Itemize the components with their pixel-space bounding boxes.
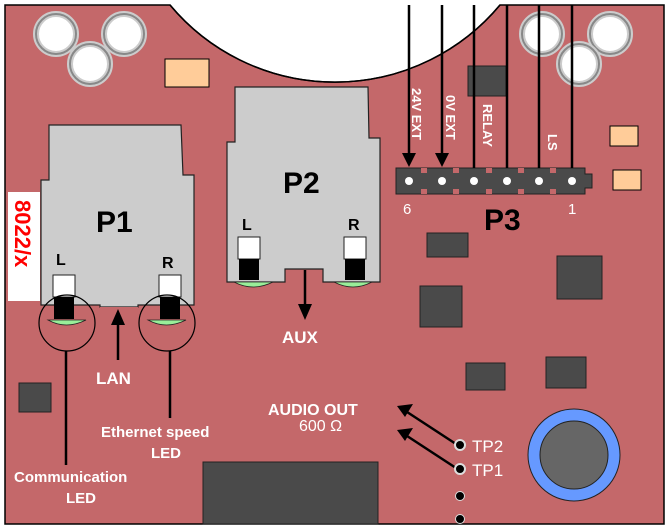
p2-right-led-window <box>343 236 367 260</box>
ethernet-led-label-line2: LED <box>151 445 181 462</box>
p2-right-led-body <box>345 259 365 280</box>
mounting-holes-right <box>519 11 633 87</box>
p3-pin-6 <box>405 177 413 185</box>
p1-right-led-body <box>160 297 180 319</box>
p1-left-label: L <box>56 252 66 269</box>
capacitor <box>527 408 621 502</box>
smd-pad <box>164 58 210 88</box>
chip <box>18 382 52 413</box>
chip <box>426 232 469 258</box>
p1-left-led-window <box>52 274 76 298</box>
mounting-holes-left <box>33 11 147 87</box>
tp1-arrow-head <box>397 428 413 441</box>
impedance-label: 600 Ω <box>299 418 342 435</box>
p3-pin-3 <box>503 177 511 185</box>
ethernet-speed-led <box>146 319 187 326</box>
tp2-arrow-shaft <box>403 408 457 446</box>
tp2-label: TP2 <box>472 437 503 456</box>
test-point <box>455 514 465 524</box>
p1-left-led-body <box>54 297 74 319</box>
p2-right-led <box>333 281 373 288</box>
p2-label: P2 <box>283 167 320 200</box>
tp2-test-point[interactable] <box>454 439 466 451</box>
p3-wires <box>407 5 574 168</box>
p3-24v-arrow-head <box>402 153 416 167</box>
p1-right-led-window <box>158 274 182 298</box>
p3-pin-first-label: 6 <box>403 201 411 218</box>
aux-label: AUX <box>282 328 319 347</box>
ethernet-led-callout <box>138 294 196 352</box>
chip <box>419 285 463 328</box>
p3-pin-2 <box>535 177 543 185</box>
test-point <box>455 491 465 501</box>
tp1-label: TP1 <box>472 461 503 480</box>
lan-label: LAN <box>96 369 131 388</box>
p3-pin-last-label: 1 <box>568 201 576 218</box>
connector-p2[interactable]: P2 L R <box>226 86 381 283</box>
model-label: 8022/x <box>10 200 35 268</box>
tp2-arrow-head <box>397 404 413 417</box>
communication-led-label-line2: LED <box>66 490 96 507</box>
smd-pad <box>612 169 642 191</box>
lan-arrow-head <box>111 309 125 325</box>
p3-pin-5 <box>438 177 446 185</box>
tp1-test-point[interactable] <box>454 463 466 475</box>
tp1-arrow-shaft <box>403 432 457 470</box>
chip <box>465 362 506 391</box>
p3-signal-relay: RELAY <box>480 104 495 147</box>
p2-right-label: R <box>348 217 360 234</box>
ethernet-led-label-line1: Ethernet speed <box>101 424 209 441</box>
chip <box>556 255 603 300</box>
connector-p3[interactable] <box>395 167 593 195</box>
p1-label: P1 <box>96 206 133 239</box>
model-label-bg <box>8 192 40 301</box>
p1-right-label: R <box>162 255 174 272</box>
p3-signal-24v-ext: 24V EXT <box>409 88 424 140</box>
connector-p1[interactable]: P1 L R <box>40 124 195 319</box>
p3-0v-arrow-head <box>435 153 449 167</box>
p3-pin-1 <box>568 177 576 185</box>
board-cutout-edge <box>169 4 501 83</box>
chip-large <box>202 461 379 525</box>
p2-left-led-window <box>237 236 261 260</box>
p2-left-led <box>233 281 274 288</box>
smd-pad <box>609 125 639 147</box>
p3-signal-0v-ext: 0V EXT <box>443 95 458 140</box>
communication-led <box>46 319 87 326</box>
p3-signal-ls: LS <box>545 134 560 151</box>
p2-left-led-body <box>239 259 259 280</box>
p3-pin-4 <box>470 177 478 185</box>
communication-led-label-line1: Communication <box>14 469 127 486</box>
aux-arrow-head <box>298 304 312 320</box>
p3-label: P3 <box>484 204 521 237</box>
chip <box>545 356 587 389</box>
audio-out-label: AUDIO OUT <box>268 402 358 419</box>
p2-left-label: L <box>242 217 252 234</box>
